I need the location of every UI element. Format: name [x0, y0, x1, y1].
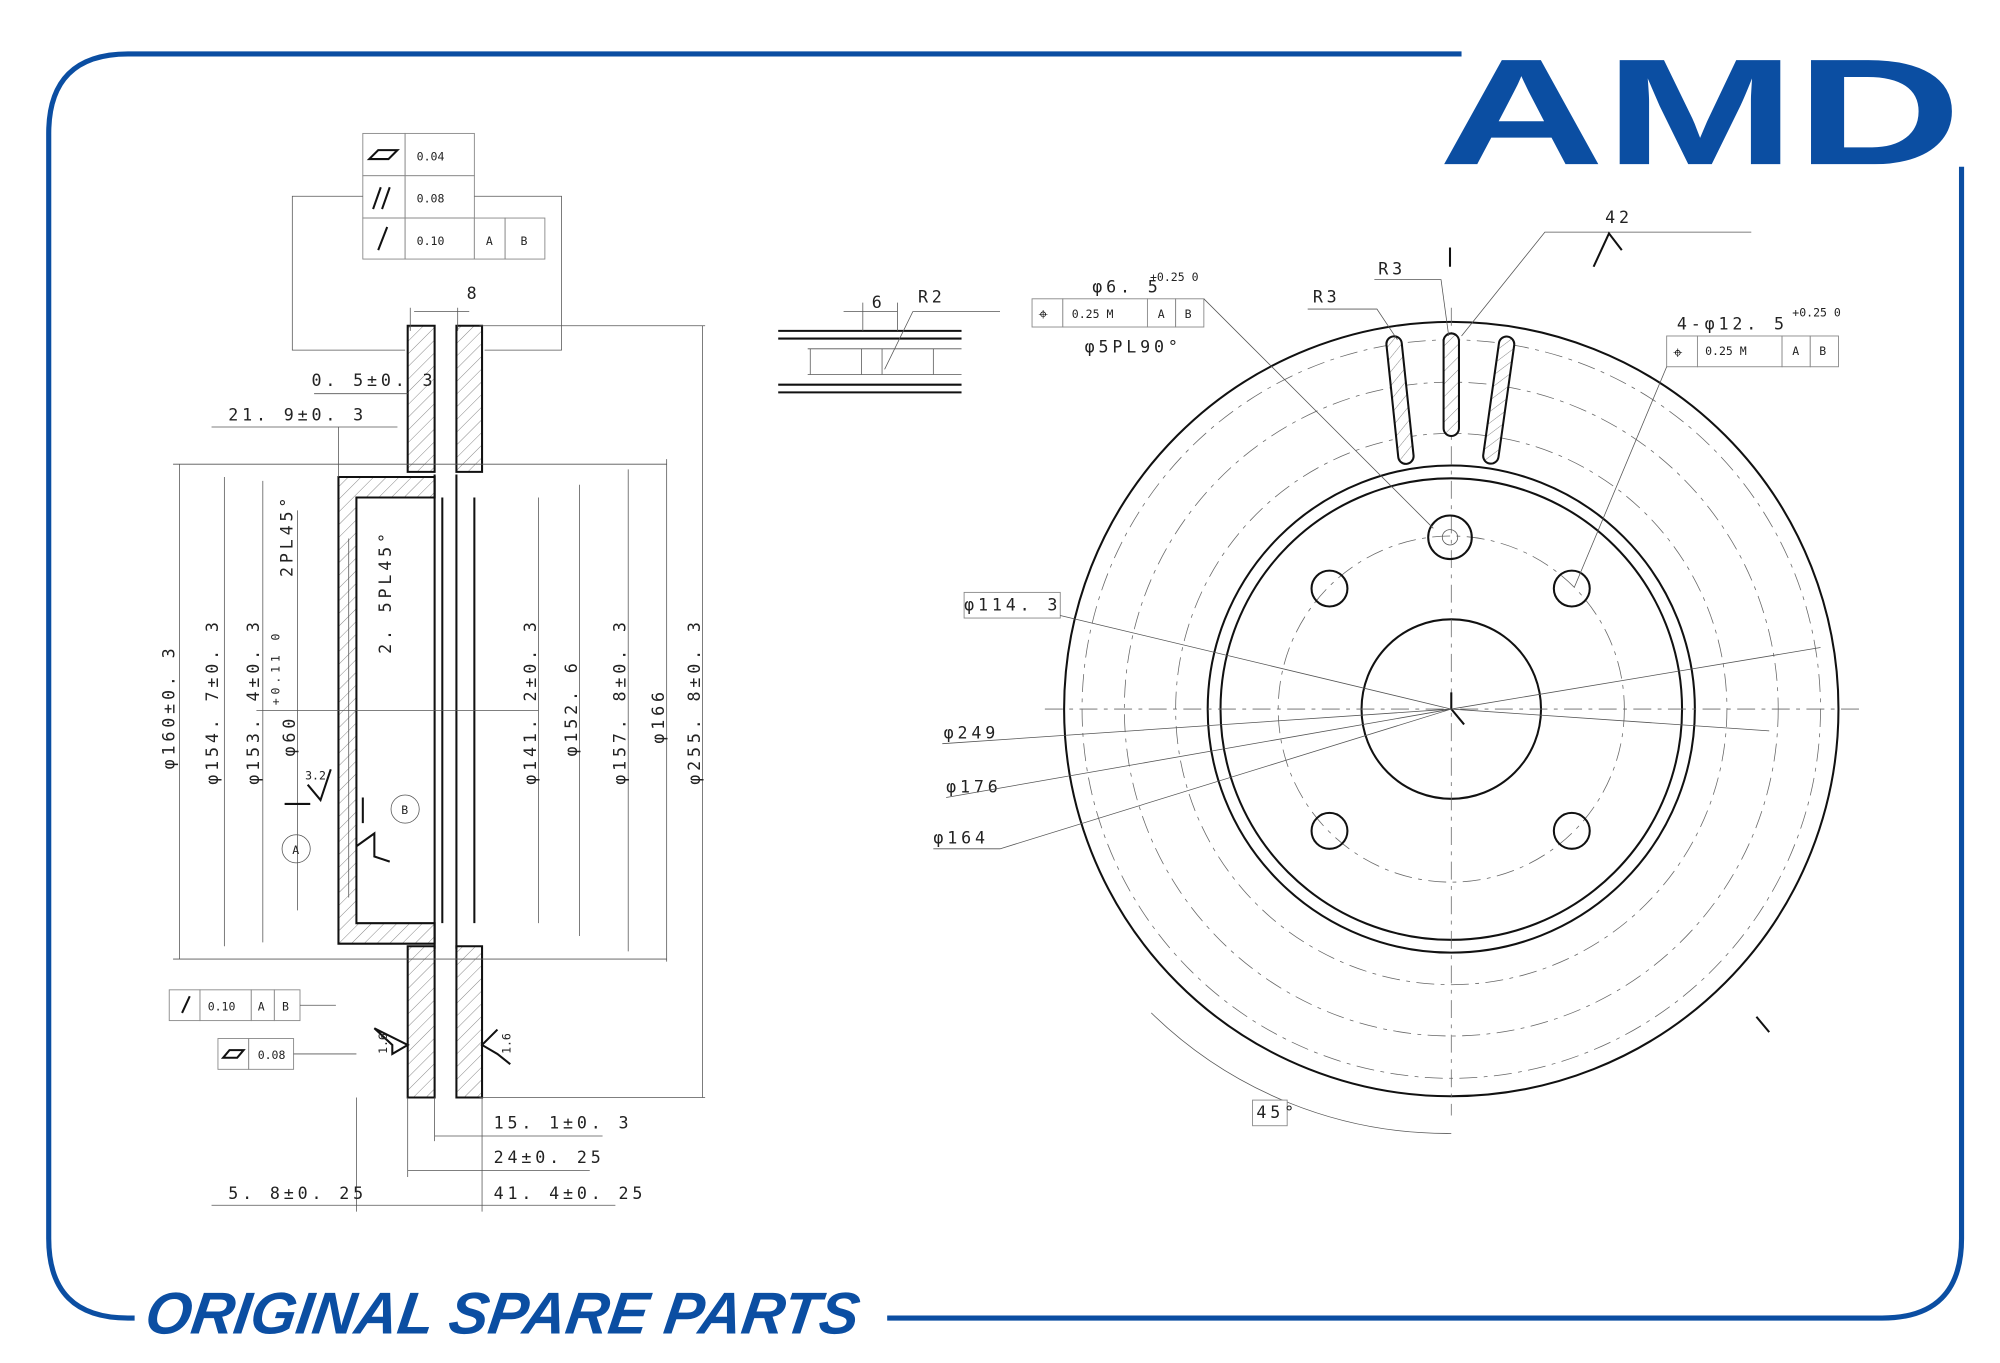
roughness-value: 42	[1605, 208, 1633, 227]
roughness-value-a: 3.2	[305, 769, 326, 783]
datum-ref-a: A	[258, 999, 265, 1013]
roughness-value-left: 1.6	[376, 1033, 390, 1054]
vane-width-label: 6	[872, 293, 886, 312]
small-hole-tolerance: 0.25 M	[1072, 307, 1114, 321]
flatness-icon	[366, 149, 400, 161]
tolerance-frame-top: 0.04 0.08 0.10 A B	[291, 132, 562, 351]
runout-value-bottom: 0.10	[208, 999, 236, 1013]
dim-vane-gap: 8	[467, 284, 481, 303]
datum-ref-b: B	[521, 234, 528, 248]
tolerance-frame-bottom: 0.10 A B 0.08	[168, 989, 357, 1070]
dim-flange: 5. 8±0. 25	[228, 1184, 367, 1203]
runout-icon	[377, 226, 389, 251]
locating-hole	[1427, 514, 1473, 561]
dim-d176: φ176	[946, 777, 1001, 796]
datum-a-marker	[281, 834, 311, 864]
vane-detail: 6 R2	[778, 288, 1001, 394]
dim-d160: φ160±0. 3	[159, 644, 178, 769]
position-icon: ⌖	[1673, 343, 1683, 362]
dim-d153: φ153. 4±0. 3	[244, 618, 263, 785]
frame-border	[46, 51, 1965, 1321]
radius-label-2: R3	[1378, 259, 1406, 278]
bolt-hole-tol: +0.25 0	[1792, 306, 1841, 320]
bolt-hole-dia: 4-φ12. 5	[1677, 315, 1788, 334]
amd-logo: AMD	[1438, 28, 1961, 197]
roughness-symbol	[355, 831, 391, 863]
dim-d60-tol: +0.11 0	[268, 630, 282, 705]
dim-d154: φ154. 7±0. 3	[203, 618, 222, 785]
dim-total-height: 41. 4±0. 25	[494, 1184, 647, 1203]
dim-d164: φ164	[933, 829, 989, 848]
dim-d60: φ60	[280, 715, 299, 757]
dim-inner-width: 15. 1±0. 3	[494, 1113, 633, 1132]
datum-b-label: B	[401, 803, 408, 817]
bolt-holes	[1310, 569, 1591, 850]
runout-value: 0.10	[417, 234, 445, 248]
section-view: 0.04 0.08 0.10 A B 8 0. 5±0. 3 21. 9±0. …	[159, 132, 706, 1212]
small-hole-note: φ5PL90°	[1085, 338, 1182, 357]
cooling-slots	[1385, 332, 1516, 465]
datum-ref-b: B	[1819, 344, 1826, 358]
dim-angle: 45°	[1256, 1103, 1298, 1122]
datum-a-label: A	[292, 843, 299, 857]
dim-hat-depth: 21. 9±0. 3	[228, 406, 367, 425]
radius-label-1: R3	[1313, 288, 1341, 307]
tagline: ORIGINAL SPARE PARTS	[142, 1280, 864, 1347]
datum-ref-b: B	[282, 999, 289, 1013]
bolt-hole-tolerance: 0.25 M	[1705, 344, 1747, 358]
dim-d157: φ157. 8±0. 3	[611, 618, 630, 785]
flatness-value-bottom: 0.08	[258, 1048, 286, 1062]
dim-chamfer2: 2. 5PL45°	[376, 529, 395, 654]
small-hole-dia: φ6. 5	[1092, 277, 1161, 296]
dim-d141: φ141. 2±0. 3	[521, 618, 540, 785]
outer-plate-top	[406, 324, 436, 473]
dim-d255: φ255. 8±0. 3	[685, 618, 704, 785]
dim-d166: φ166	[649, 688, 668, 744]
face-view: ⌖ 0.25 M A B φ6. 5 +0.25 0 φ5PL90° ⌖ 0.2…	[933, 208, 1859, 1134]
position-icon: ⌖	[1038, 304, 1048, 323]
datum-ref-a: A	[1792, 344, 1799, 358]
dim-d152: φ152. 6	[562, 659, 581, 756]
dim-pcd: φ114. 3	[964, 595, 1061, 614]
vane-radius-label: R2	[918, 288, 946, 307]
roughness-symbol	[284, 768, 364, 824]
datum-ref-a: A	[1158, 307, 1165, 321]
dim-offset: 0. 5±0. 3	[312, 371, 437, 390]
flatness-icon	[220, 1049, 246, 1059]
roughness-value-right: 1.6	[499, 1033, 513, 1054]
parallelism-icon	[372, 186, 391, 210]
flatness-value: 0.04	[417, 149, 445, 163]
datum-ref-a: A	[486, 234, 493, 248]
runout-icon	[181, 995, 191, 1014]
dim-chamfer1: 2PL45°	[277, 494, 296, 577]
datum-ref-b: B	[1185, 307, 1192, 321]
dim-thickness: 24±0. 25	[494, 1148, 605, 1167]
dim-d249: φ249	[944, 724, 1000, 743]
small-hole-tol: +0.25 0	[1150, 270, 1199, 284]
parallelism-value: 0.08	[417, 192, 445, 206]
datum-b-marker	[390, 794, 420, 824]
